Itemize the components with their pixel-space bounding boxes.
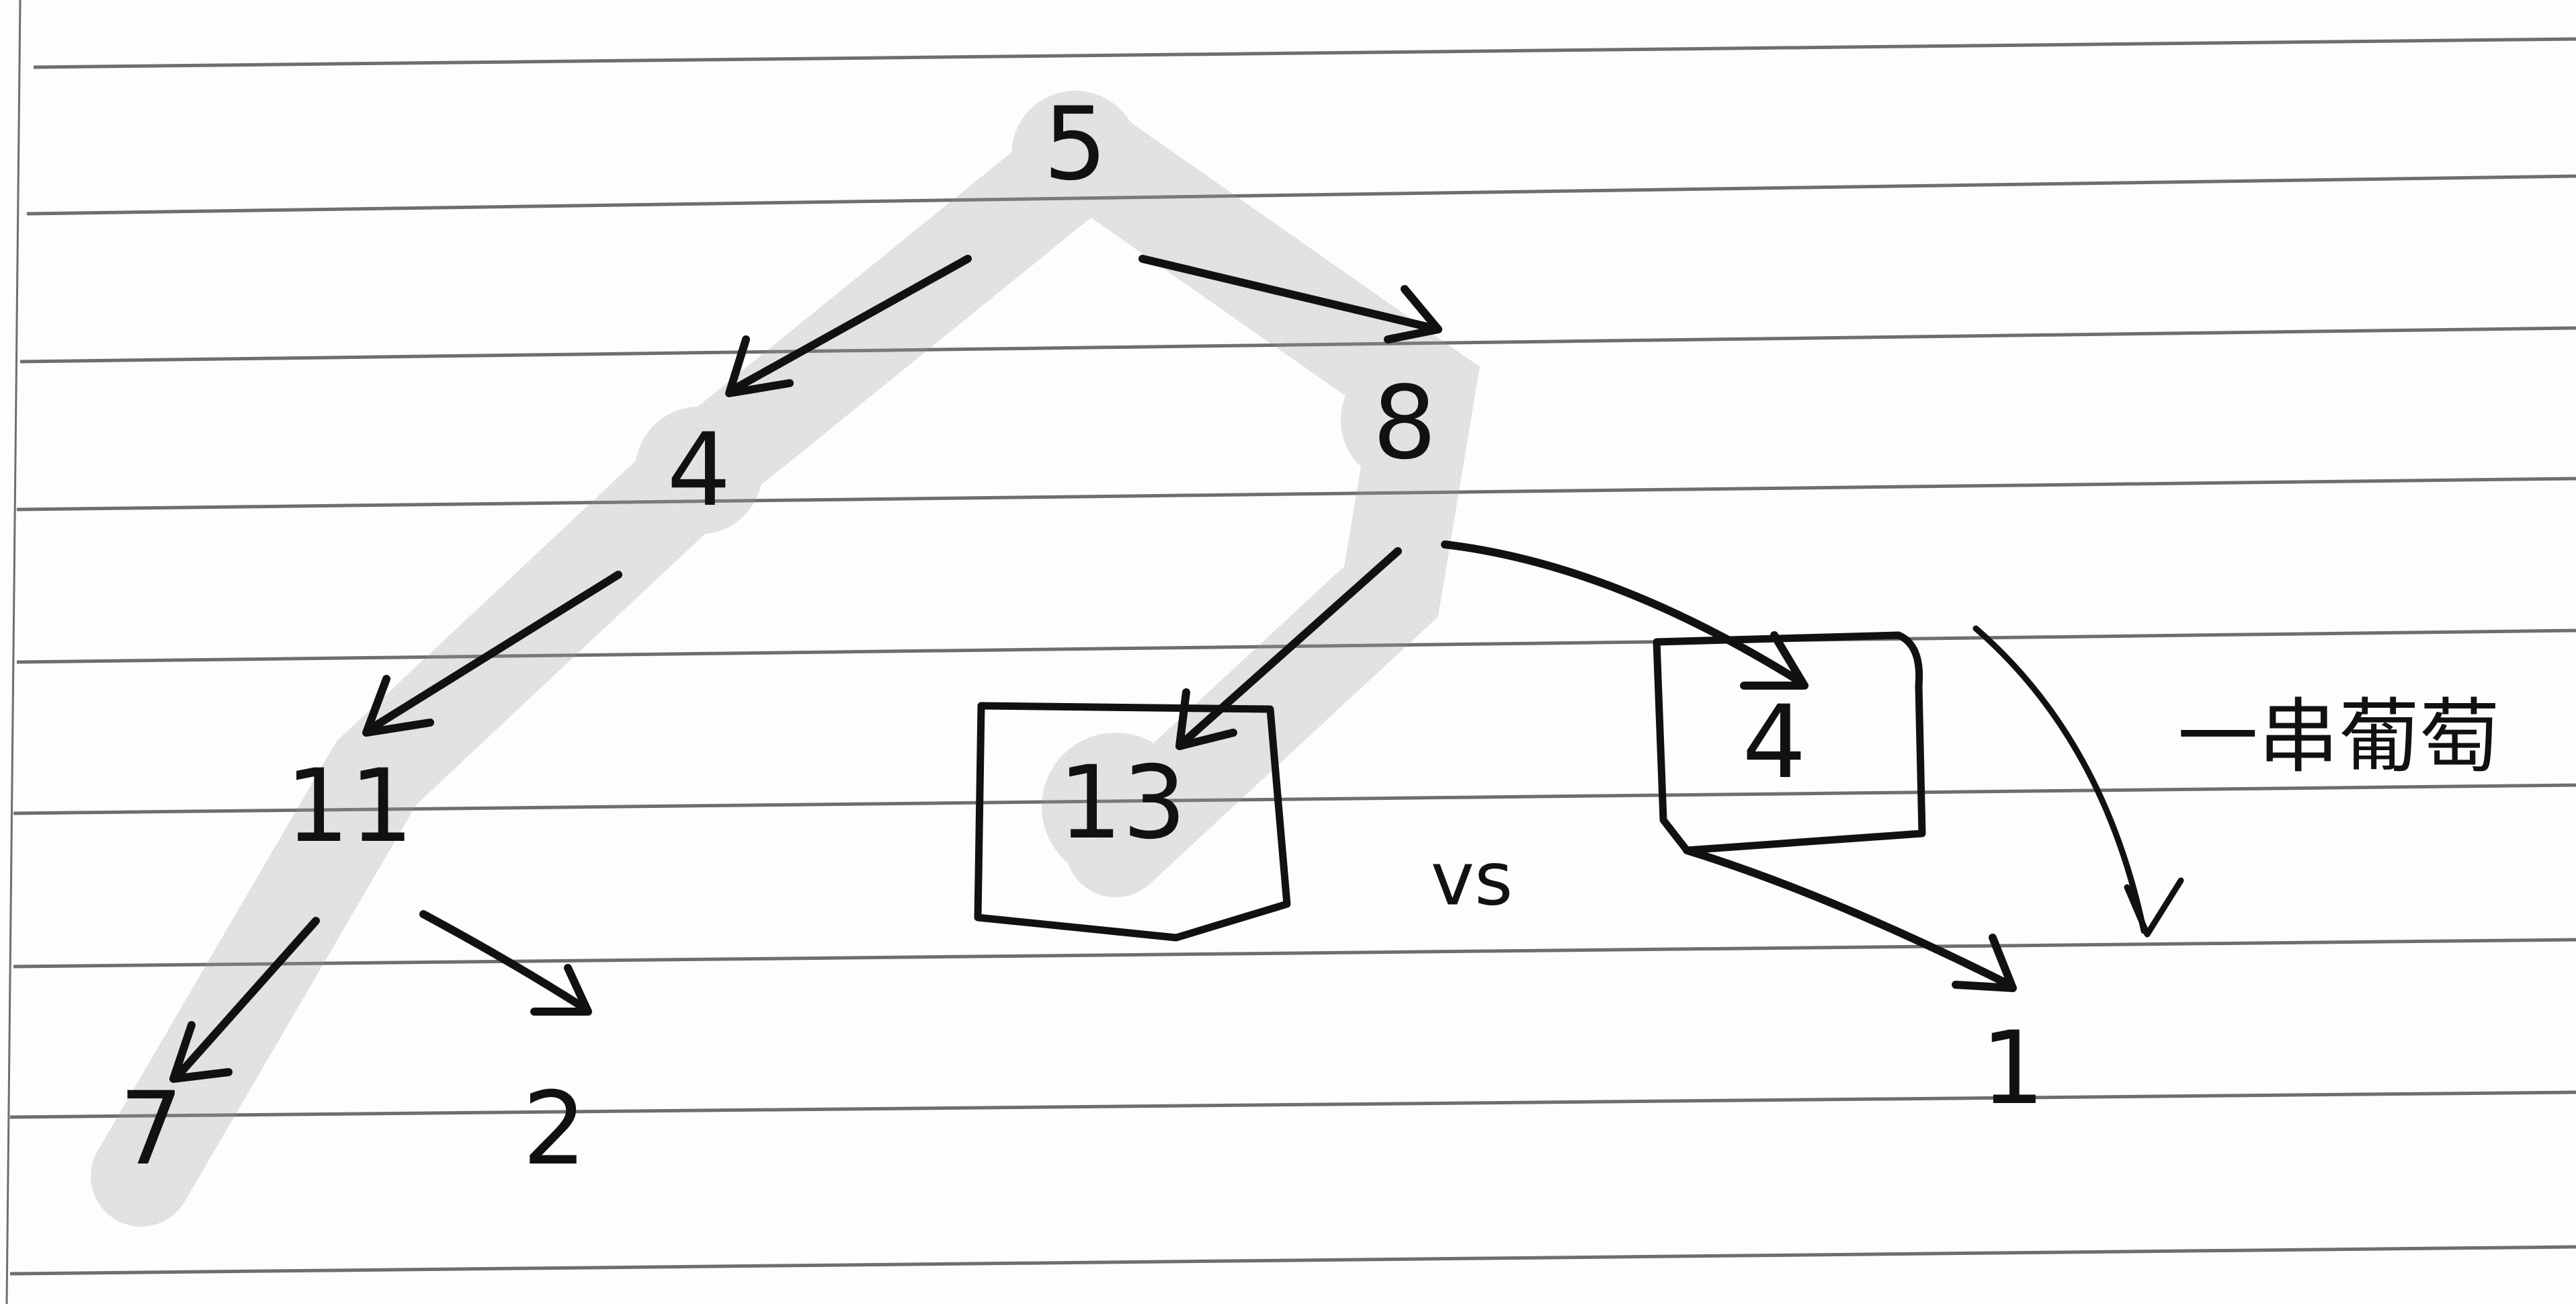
- annotations: vs 一串葡萄: [1431, 691, 2500, 922]
- node-1: 1: [1981, 1010, 2044, 1127]
- arrowhead: [2124, 877, 2184, 938]
- box-13: [974, 702, 1291, 942]
- node-7: 7: [119, 1071, 183, 1188]
- ruled-line: [13, 783, 2576, 815]
- arrowhead: [1384, 285, 1442, 343]
- edge-4-to-11: [366, 571, 622, 733]
- highlight-stroke: [91, 104, 1139, 1227]
- ruled-line: [13, 938, 2576, 969]
- edge-5-to-8: [1138, 255, 1442, 333]
- arrowhead: [169, 1021, 233, 1083]
- margin-line: [5, 0, 22, 1304]
- node-8: 8: [1372, 365, 1436, 482]
- node-5: 5: [1043, 86, 1107, 203]
- ruled-line: [33, 37, 2576, 69]
- edge-8-to-4: [1441, 540, 1805, 686]
- ruled-line: [9, 1090, 2576, 1119]
- edge-4-to-1: [1683, 846, 2013, 989]
- arrowhead: [1952, 934, 2017, 992]
- ruled-line: [16, 477, 2576, 512]
- node-4-right: 4: [1742, 684, 1806, 801]
- highlight-dot: [1011, 91, 1139, 218]
- highlight-dot: [1042, 733, 1190, 881]
- highlight-dot: [635, 407, 763, 534]
- grape-bunch-note: 一串葡萄: [2177, 691, 2500, 784]
- vs-label: vs: [1431, 836, 1513, 922]
- arrowhead: [725, 335, 794, 397]
- arrowhead: [1740, 631, 1809, 690]
- node-2: 2: [522, 1071, 586, 1188]
- node-13: 13: [1058, 745, 1187, 862]
- path-highlight: [91, 91, 1480, 1227]
- grape-bunch-arrow: [1972, 625, 2147, 934]
- box-4: [1653, 631, 1926, 854]
- edge-11-to-7: [174, 917, 320, 1079]
- edge-5-to-4: [729, 255, 972, 394]
- highlight-dot: [1341, 356, 1468, 484]
- edge-11-to-2: [419, 910, 589, 1012]
- ruled-line: [9, 1245, 2576, 1276]
- arrowhead: [362, 675, 434, 737]
- ruled-line: [26, 174, 2576, 216]
- highlight-stroke: [1038, 104, 1480, 897]
- arrowhead: [530, 964, 592, 1016]
- tree-nodes: 5 4 8 11 13 4 7 2 1: [119, 86, 2044, 1188]
- node-11: 11: [286, 748, 414, 865]
- comparison-boxes: [974, 631, 1926, 942]
- node-4-left: 4: [667, 412, 731, 529]
